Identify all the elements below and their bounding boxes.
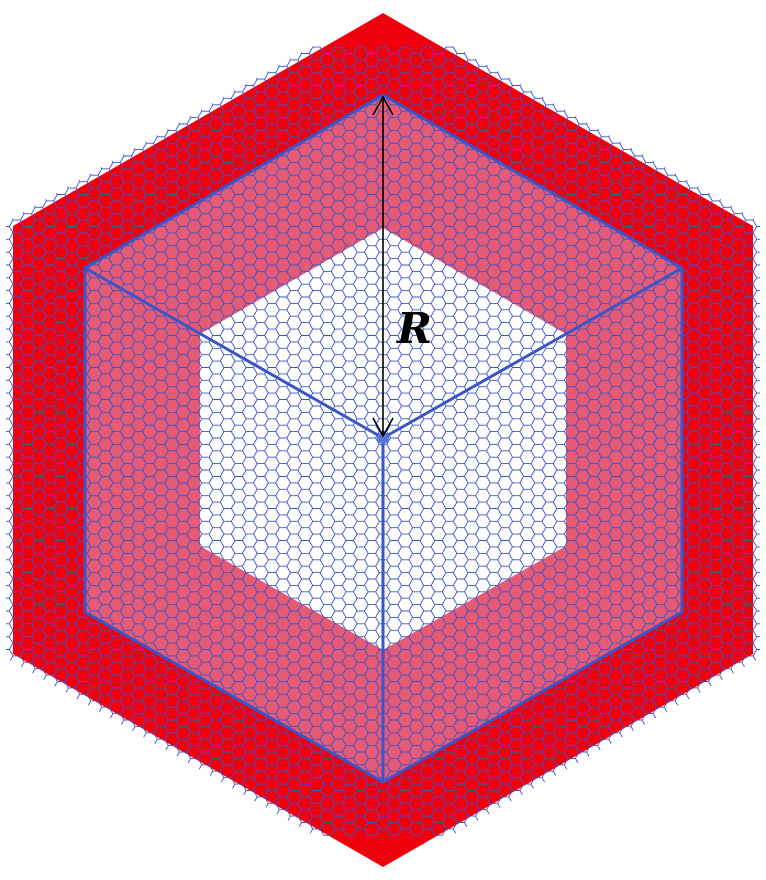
center-point [377, 432, 389, 444]
radius-label: R [396, 304, 432, 353]
radius-arrow-head-top [372, 95, 394, 116]
cube-edge-right [382, 266, 683, 440]
cube-edge-left [84, 266, 384, 440]
radius-arrow [372, 95, 394, 438]
radius-arrow-head-bottom [372, 417, 394, 438]
cube-projection-outline [83, 93, 684, 784]
